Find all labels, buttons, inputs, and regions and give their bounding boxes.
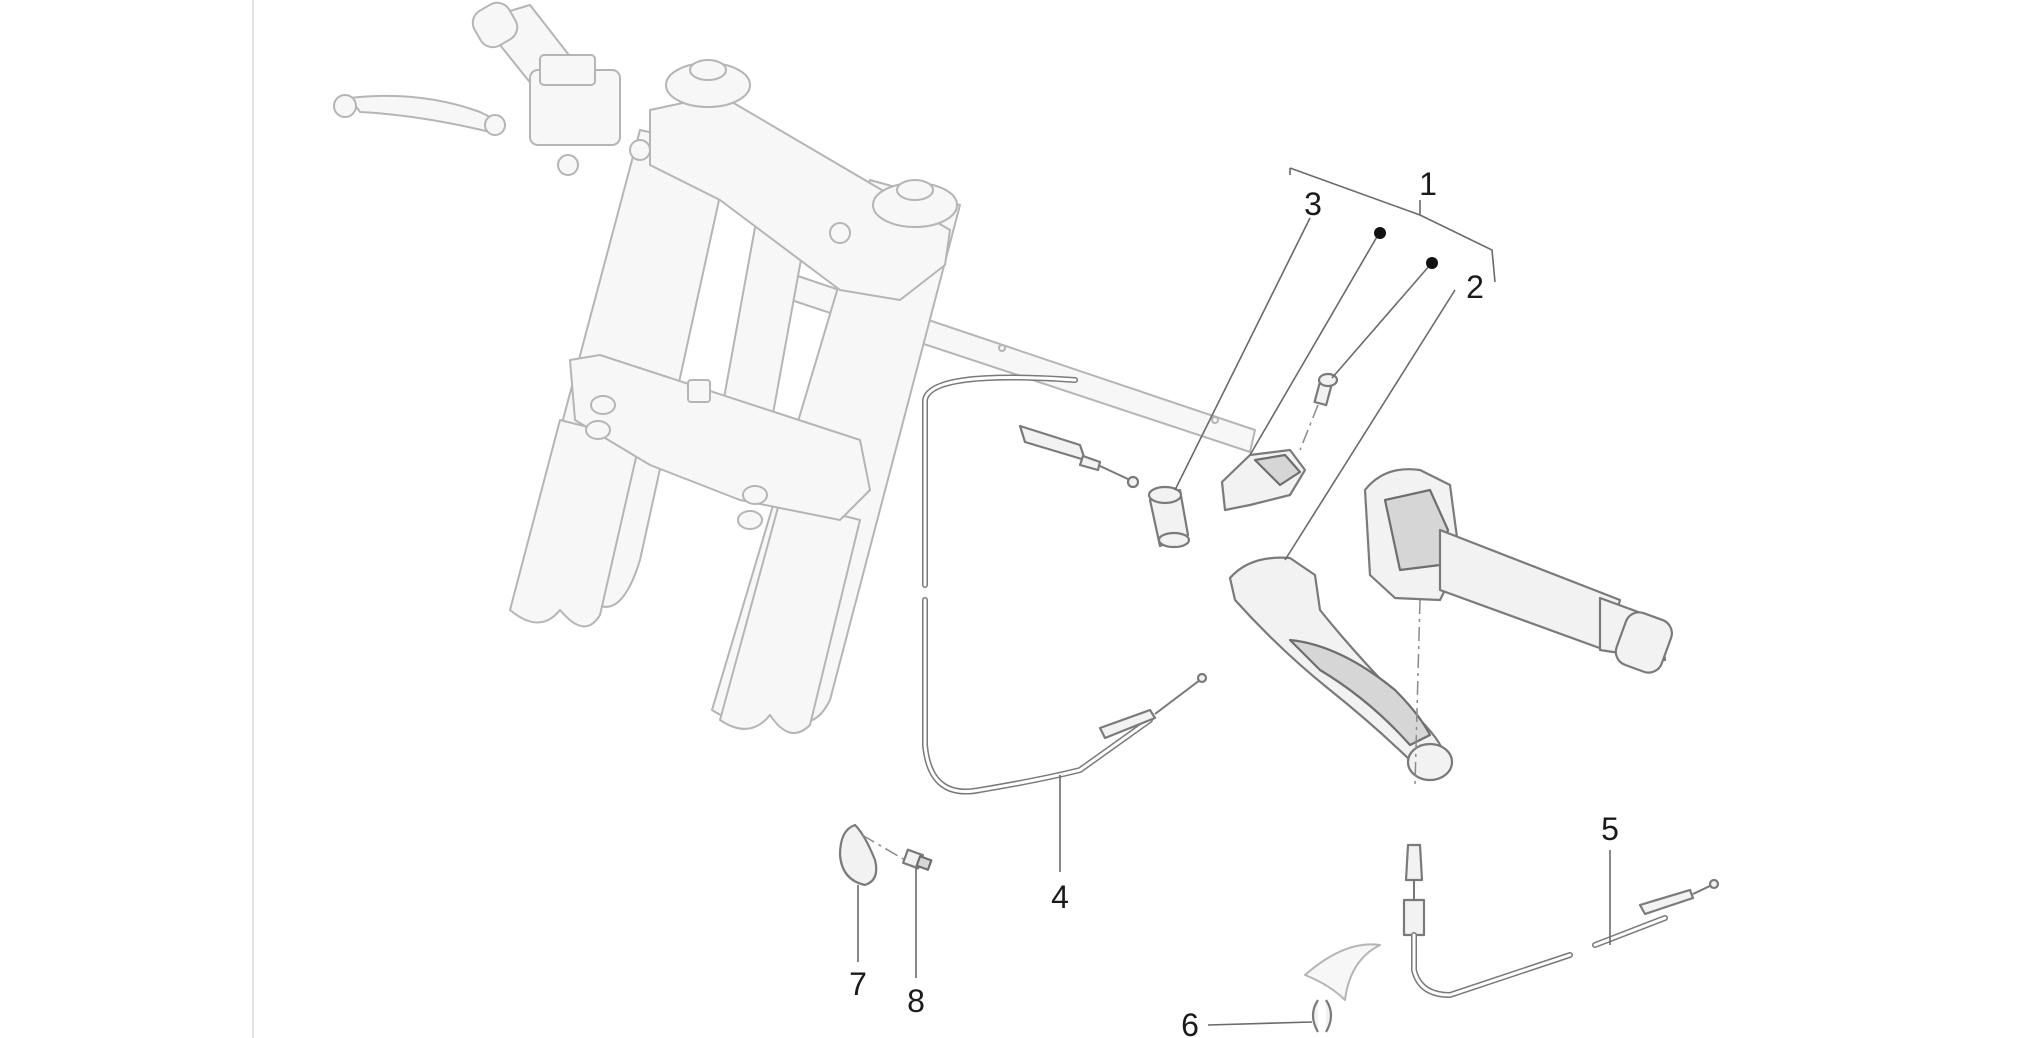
bullet-dot	[1426, 257, 1438, 269]
frame-outline	[1304, 943, 1381, 1001]
clamp-bolt	[629, 139, 651, 161]
lower-clamp-bolt	[737, 510, 763, 530]
brake-reservoir	[539, 54, 596, 86]
upper-triple-clamp	[649, 94, 951, 301]
clamp-bolt	[557, 154, 579, 176]
part-2-clutch-lever	[1228, 289, 1456, 786]
part-3-bushing	[1147, 217, 1311, 549]
callout-labels: 1 2 3 4 5 6 7 8	[849, 166, 1619, 1038]
left-fork-lower	[509, 419, 641, 628]
callout-1-bracket	[1289, 167, 1496, 283]
tube-hole	[998, 344, 1006, 352]
callout-3: 3	[1304, 186, 1322, 222]
callout-7: 7	[849, 966, 867, 1002]
part-4-clutch-cable	[922, 374, 1208, 872]
callout-5: 5	[1601, 811, 1619, 847]
right-fork-cap-nut	[896, 179, 934, 201]
brake-lever-pivot	[484, 114, 506, 136]
part-8-bolt	[901, 848, 933, 978]
left-grip-end	[471, 1, 519, 49]
stem-nut	[687, 379, 711, 403]
callout-4: 4	[1051, 879, 1069, 915]
left-fork-cap-nut	[689, 59, 727, 81]
callout-2: 2	[1466, 269, 1484, 305]
front-fork-assembly	[333, 1, 1256, 734]
part-6-clip	[1207, 999, 1333, 1033]
lever-bracket	[1220, 227, 1386, 512]
tube-hole	[1211, 416, 1219, 424]
lower-clamp-bolt	[742, 485, 768, 505]
callout-8: 8	[907, 983, 925, 1019]
brake-lever-tip	[333, 94, 357, 118]
callout-6: 6	[1181, 1007, 1199, 1038]
clamp-bolt	[829, 222, 851, 244]
bullet-dot	[1374, 227, 1386, 239]
part-7-cable-tie	[838, 823, 906, 962]
right-switch-and-grip	[1363, 468, 1673, 674]
lower-clamp-bolt	[590, 395, 616, 415]
part-5-cable	[1304, 843, 1720, 1001]
right-fork-lower	[719, 499, 861, 734]
front-brake-lever	[349, 94, 501, 133]
lower-clamp-bolt	[585, 420, 611, 440]
lever-screw	[1299, 257, 1438, 451]
callout-1: 1	[1419, 166, 1437, 202]
